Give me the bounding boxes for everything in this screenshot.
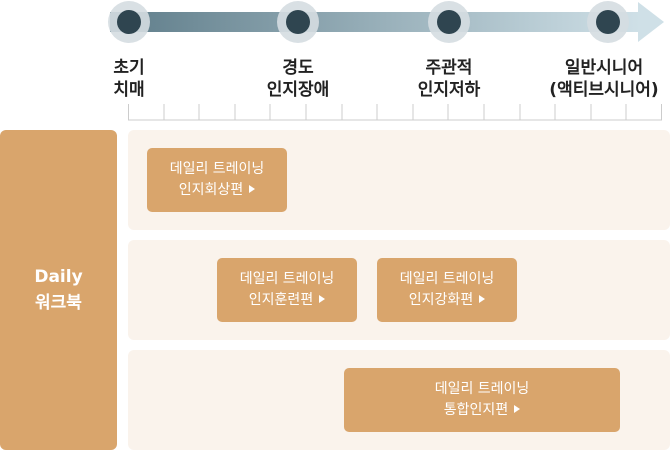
workbook-button-integrated[interactable]: 데일리 트레이닝 통합인지편 [344,368,620,432]
stage-label-mci: 경도 인지장애 [233,57,363,101]
stage-label-line1: 경도 [282,58,314,78]
play-triangle-icon [479,295,486,303]
workbook-button-recall[interactable]: 데일리 트레이닝 인지회상편 [147,148,287,212]
daily-workbook-label: Daily 워크북 [0,130,117,450]
stage-label-line2: (액티브시니어) [549,80,659,100]
stage-label-line2: 치매 [113,80,145,100]
rail-line1: Daily [34,267,83,287]
button-line1: 데일리 트레이닝 [434,381,530,397]
stage-label-line1: 주관적 [425,58,473,78]
stage-label-line2: 인지저하 [417,80,481,100]
timeline-ruler [128,104,662,121]
workbook-button-reinforce[interactable]: 데일리 트레이닝 인지강화편 [377,258,517,322]
play-triangle-icon [514,405,521,413]
stage-label-active-senior: 일반시니어 (액티브시니어) [539,57,669,101]
play-triangle-icon [319,295,326,303]
stage-label-line2: 인지장애 [266,80,330,100]
stage-label-line1: 초기 [113,58,145,78]
play-triangle-icon [249,185,256,193]
button-line1: 데일리 트레이닝 [169,161,265,177]
stage-node-4 [587,1,629,43]
stage-node-2 [277,1,319,43]
stage-label-early-dementia: 초기 치매 [64,57,194,101]
progression-arrow [108,1,664,43]
stage-node-3 [428,1,470,43]
button-line1: 데일리 트레이닝 [239,271,335,287]
workbook-button-training[interactable]: 데일리 트레이닝 인지훈련편 [217,258,357,322]
stage-label-line1: 일반시니어 [564,58,644,78]
rail-line2: 워크북 [35,293,82,313]
button-line2: 인지훈련편 [248,292,314,308]
button-line1: 데일리 트레이닝 [399,271,495,287]
stage-node-1 [108,1,150,43]
button-line2: 통합인지편 [443,402,509,418]
button-line2: 인지회상편 [178,182,244,198]
button-line2: 인지강화편 [408,292,474,308]
stage-label-scd: 주관적 인지저하 [384,57,514,101]
